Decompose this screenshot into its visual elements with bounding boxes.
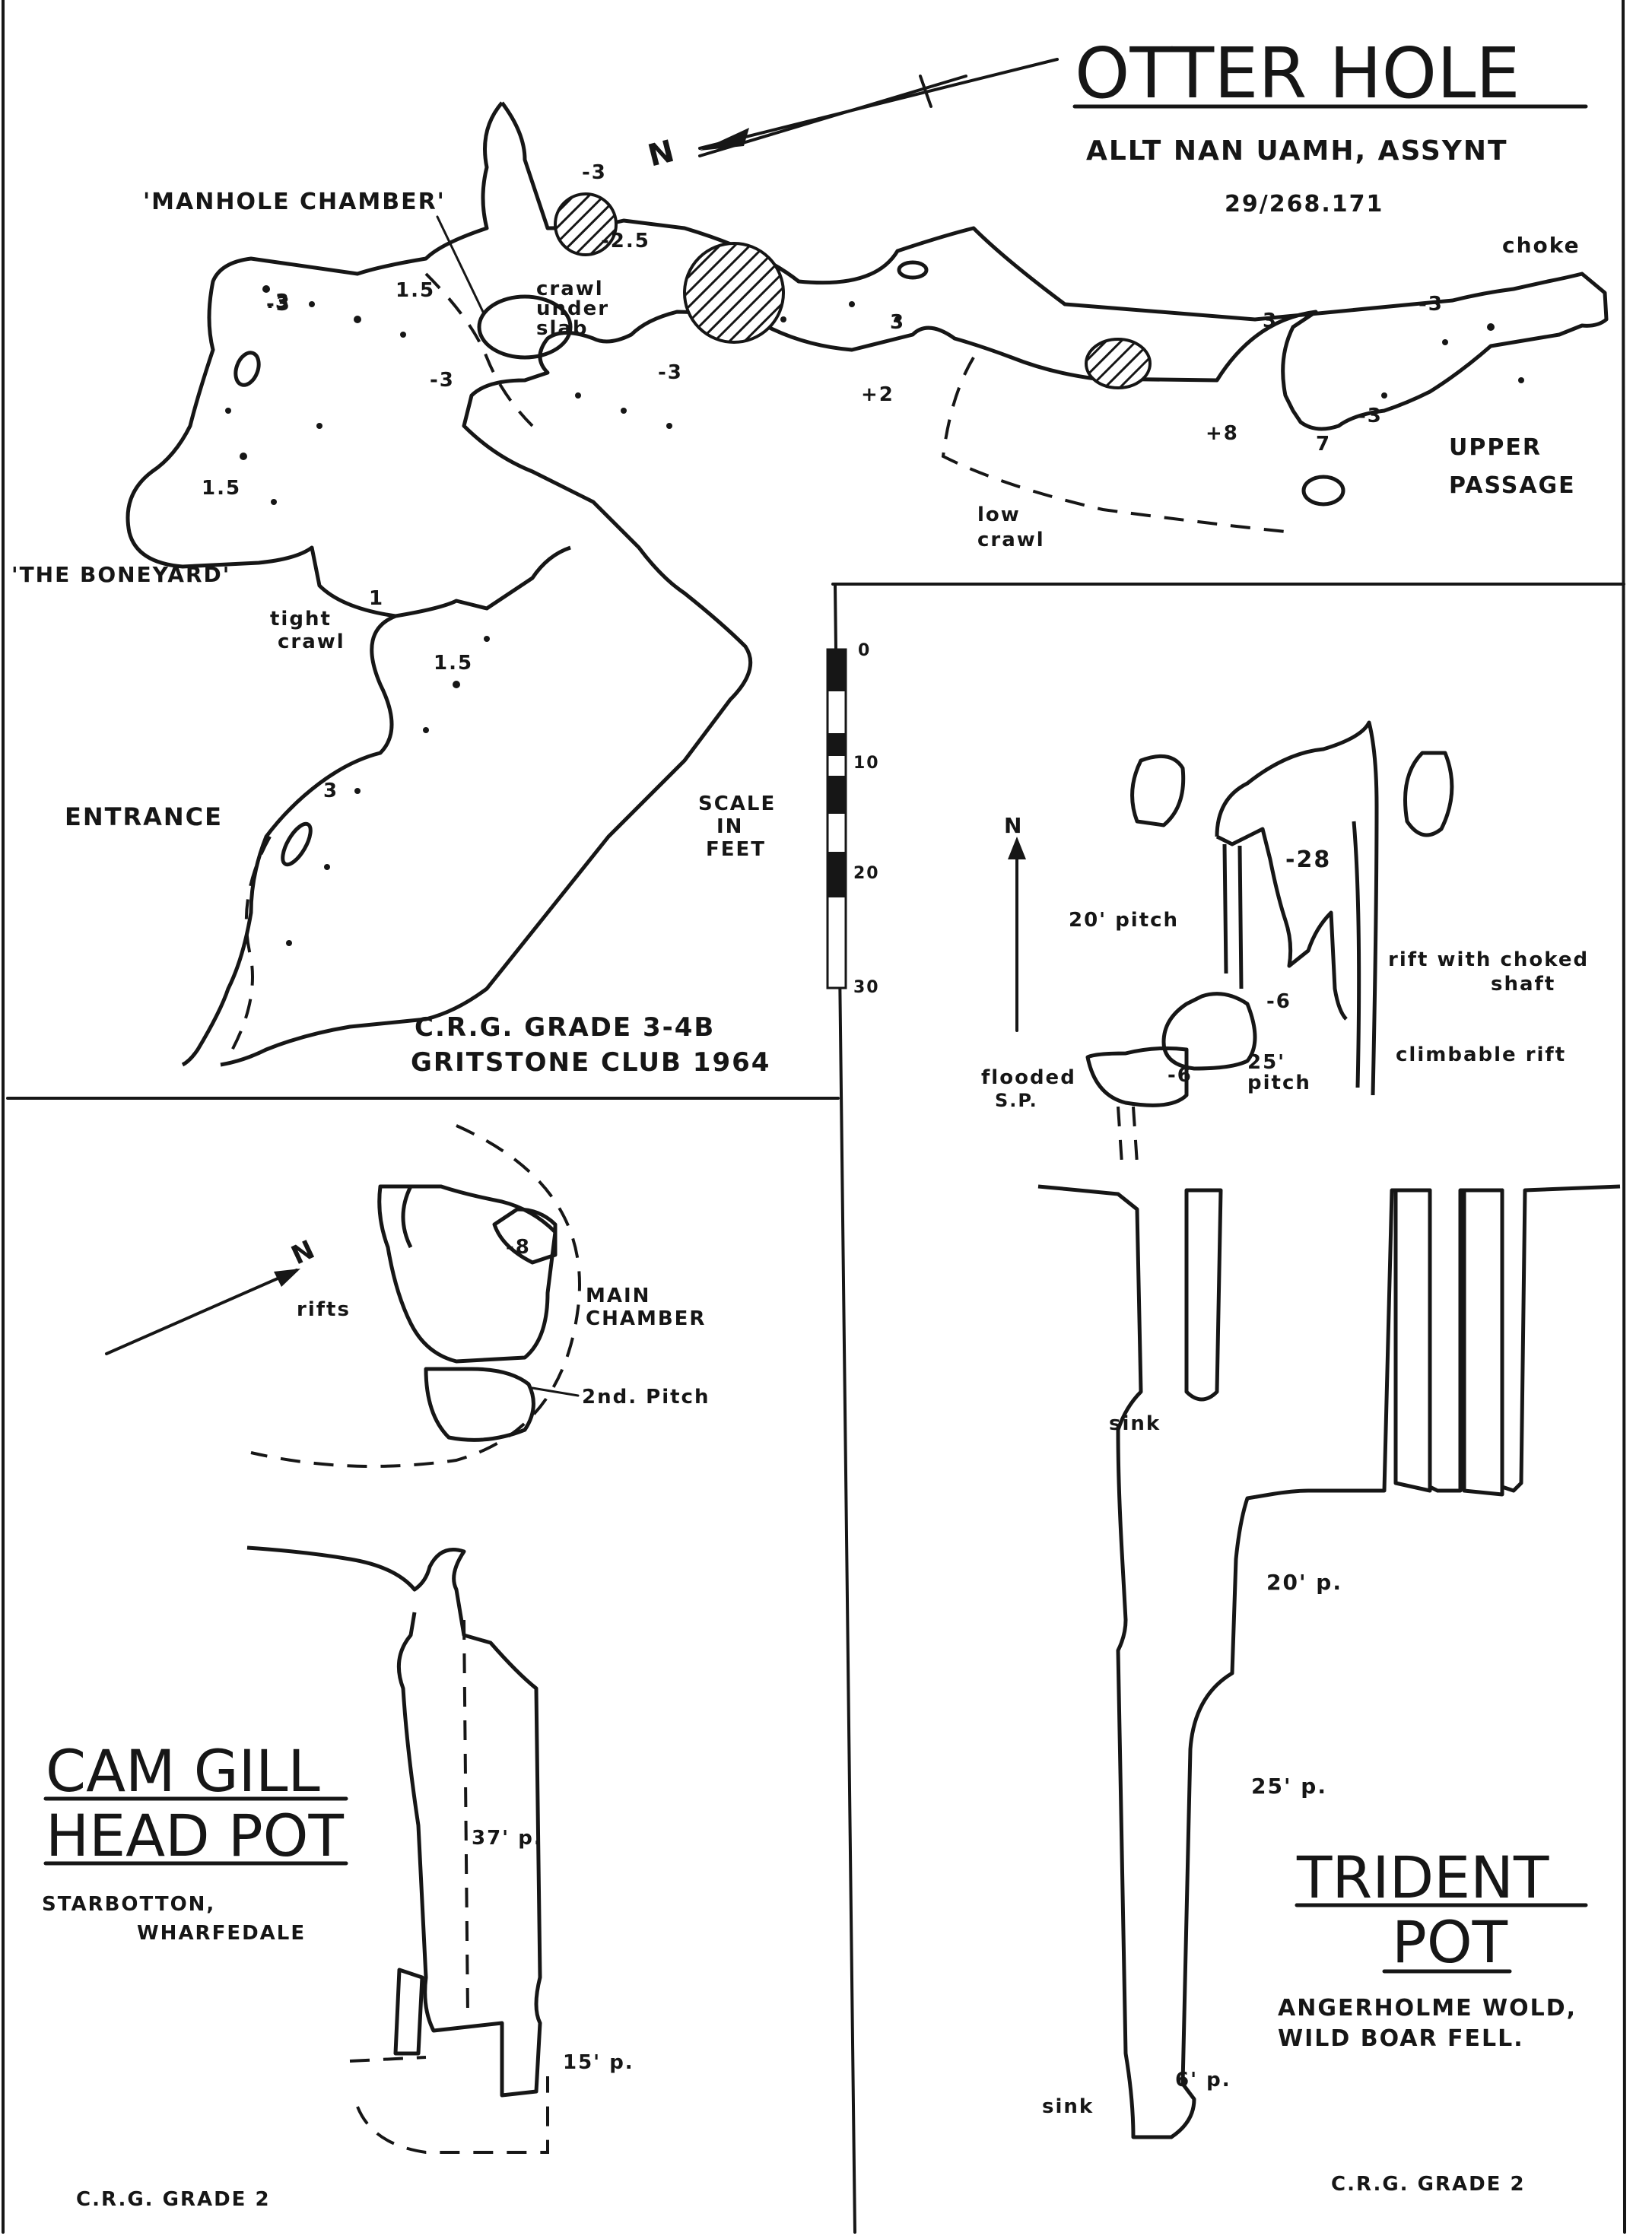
svg-text:crawl: crawl [977,529,1045,551]
svg-text:30: 30 [853,978,880,997]
svg-text:1.5: 1.5 [396,279,435,302]
svg-text:crawl: crawl [536,278,604,300]
cam-gill-elevation [246,1545,542,2098]
svg-text:sink: sink [1109,1412,1161,1435]
svg-text:WILD BOAR FELL.: WILD BOAR FELL. [1278,2025,1524,2052]
svg-text:STARBOTTON,: STARBOTTON, [42,1893,215,1916]
svg-text:1: 1 [369,587,384,610]
svg-text:7: 7 [1316,433,1331,456]
svg-text:MAIN: MAIN [586,1285,650,1307]
cam-gill-grade: C.R.G. GRADE 2 [76,2188,271,2211]
svg-text:low: low [977,503,1021,526]
svg-text:20' pitch: 20' pitch [1069,909,1179,932]
trident-elevation [1037,1184,1621,2139]
svg-text:climbable rift: climbable rift [1396,1043,1566,1066]
trident-pot-title-2: POT [1392,1908,1508,1976]
spot-heights: -3 -2.5 -3 1.5 -3 -3 +2 3 -3 +8 -3 7 1.5… [202,161,1444,802]
svg-text:3: 3 [890,311,905,334]
otter-hole-grade: C.R.G. GRADE 3-4B [415,1012,715,1043]
otter-hole-grid-ref: 29/268.171 [1225,191,1384,218]
svg-text:pitch: pitch [1247,1072,1311,1094]
svg-text:2nd. Pitch: 2nd. Pitch [582,1386,710,1409]
trident-pot-survey: N -28 20' pitch rift with choked shaft -… [981,720,1621,2196]
label-entrance: ENTRANCE [65,802,223,831]
cam-gill-title-2: HEAD POT [46,1802,344,1869]
trident-pot-title-1: TRIDENT [1296,1844,1549,1911]
cam-gill-plan [377,1184,558,1364]
svg-text:CHAMBER: CHAMBER [586,1307,706,1330]
north-arrow-icon: N [644,58,1059,174]
svg-text:ANGERHOLME WOLD,: ANGERHOLME WOLD, [1278,1995,1577,2022]
svg-text:1.5: 1.5 [202,477,241,500]
svg-text:6' p.: 6' p. [1175,2069,1231,2091]
svg-text:-3: -3 [266,293,291,316]
manhole-chamber-shape [477,294,573,360]
svg-text:3: 3 [1263,310,1278,332]
svg-text:slab: slab [536,317,589,340]
svg-text:flooded: flooded [981,1066,1076,1089]
label-boneyard: 'THE BONEYARD' [11,562,230,587]
svg-text:WHARFEDALE: WHARFEDALE [137,1922,306,1945]
svg-text:N: N [1004,813,1023,838]
scale-bar: 0 10 20 30 SCALE IN FEET [698,641,880,997]
boulder-dots [225,285,1524,946]
svg-text:sink: sink [1042,2095,1094,2118]
otter-hole-passage [220,101,1609,1067]
svg-text:20: 20 [853,864,880,883]
svg-text:10: 10 [853,754,880,773]
svg-text:25': 25' [1247,1051,1285,1074]
svg-text:crawl: crawl [278,630,345,653]
svg-text:+8: +8 [1206,422,1239,445]
otter-hole-survey: OTTER HOLE ALLT NAN UAMH, ASSYNT 29/268.… [11,33,1609,1078]
svg-text:N: N [644,133,679,173]
svg-text:SCALE: SCALE [698,792,776,815]
svg-text:shaft: shaft [1491,973,1555,996]
svg-text:PASSAGE: PASSAGE [1449,472,1576,499]
svg-text:0: 0 [858,641,871,660]
svg-text:-3: -3 [658,361,683,384]
low-crawl-passage [941,356,1294,534]
svg-text:37' p.: 37' p. [472,1827,543,1850]
sump-hatched-1 [554,192,618,256]
svg-text:-2.5: -2.5 [601,230,650,253]
svg-text:tight: tight [270,608,332,630]
svg-text:-3: -3 [1418,293,1444,316]
label-manhole-chamber: 'MANHOLE CHAMBER' [143,189,446,215]
label-choke: choke [1502,233,1581,258]
otter-hole-title: OTTER HOLE [1075,33,1520,114]
svg-text:-3: -3 [1358,405,1383,427]
svg-text:20' p.: 20' p. [1266,1570,1342,1595]
svg-text:rift with choked: rift with choked [1388,948,1589,971]
cam-gill-head-pot-survey: N -8 MAIN CHAMBER rifts 2nd. Pitch 37' p… [42,1124,710,2211]
svg-text:1.5: 1.5 [434,652,473,675]
svg-text:under: under [536,297,609,320]
svg-text:UPPER: UPPER [1449,434,1542,461]
svg-text:-3: -3 [430,369,455,392]
svg-text:-3: -3 [582,161,607,184]
svg-text:-6: -6 [1266,990,1291,1013]
svg-text:-6: -6 [1168,1064,1193,1087]
svg-text:S.P.: S.P. [995,1090,1038,1111]
cam-gill-north-arrow-icon: N [105,1234,321,1355]
otter-hole-location: ALLT NAN UAMH, ASSYNT [1086,135,1508,167]
trident-plan-outline [1130,754,1186,827]
svg-text:-8: -8 [506,1236,531,1259]
trident-pot-grade: C.R.G. GRADE 2 [1331,2173,1526,2196]
svg-text:-28: -28 [1285,846,1331,873]
svg-text:rifts: rifts [297,1298,351,1321]
svg-text:15' p.: 15' p. [563,2051,634,2074]
svg-text:.3: .3 [266,291,291,313]
svg-text:+2: +2 [861,383,894,406]
otter-hole-club: GRITSTONE CLUB 1964 [411,1047,770,1078]
sump-hatched-2 [683,242,785,344]
svg-text:FEET: FEET [706,838,766,861]
trident-north-arrow-icon: N [1004,813,1026,1032]
svg-text:25' p.: 25' p. [1251,1774,1327,1799]
svg-text:3: 3 [323,780,338,802]
cam-gill-title-1: CAM GILL [46,1737,320,1805]
svg-text:N: N [287,1234,321,1271]
sump-hatched-3 [1085,338,1152,389]
svg-text:IN: IN [716,815,743,838]
